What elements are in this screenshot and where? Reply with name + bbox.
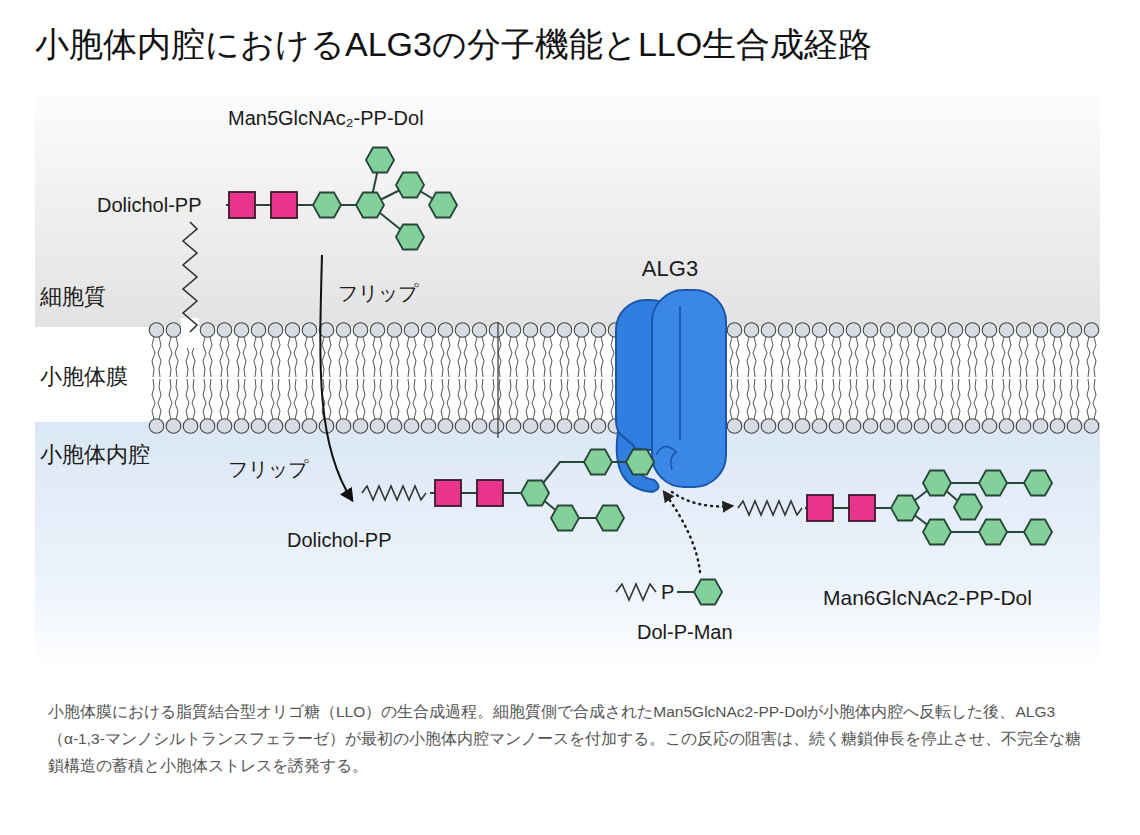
lipid-label: Dolichol-PP	[97, 193, 201, 217]
edge-label: フリップ	[338, 281, 418, 305]
region-band: 小胞体内腔Dolichol-PPPDol-P-ManMan6GlcNAc2-PP…	[35, 422, 1100, 670]
molecule-group: Man5GlcNAc₂-PP-DolDolichol-PP	[90, 105, 470, 255]
region-label: 小胞体内腔	[40, 442, 150, 468]
region-label: 細胞質	[40, 284, 106, 310]
molecule-group: Man6GlcNAc2-PP-Dol	[732, 465, 1062, 610]
region-band: 小胞体膜	[35, 327, 1100, 422]
molecule-group: Dolichol-PP	[352, 445, 662, 535]
region-label: 小胞体膜	[40, 364, 128, 390]
molecule-group: PDol-P-Man	[612, 572, 727, 647]
molecule-label: Dol-P-Man	[637, 620, 733, 644]
figure-caption: 小胞体膜における脂質結合型オリゴ糖（LLO）の生合成過程。細胞質側で合成されたM…	[48, 698, 1093, 779]
molecule-label: Man5GlcNAc₂-PP-Dol	[228, 106, 424, 130]
phosphate-symbol: P	[661, 580, 674, 604]
enzyme-label: ALG3	[612, 256, 728, 282]
diagram-title: 小胞体内腔におけるALG3の分子機能とLLO生合成経路	[35, 24, 872, 65]
lipid-label: Dolichol-PP	[287, 528, 391, 552]
region-band: 細胞質 Man5GlcNAc₂-PP-DolDolichol-PP	[35, 95, 1100, 327]
flip-label: フリップ	[228, 457, 308, 481]
molecule-label: Man6GlcNAc2-PP-Dol	[823, 585, 1032, 610]
